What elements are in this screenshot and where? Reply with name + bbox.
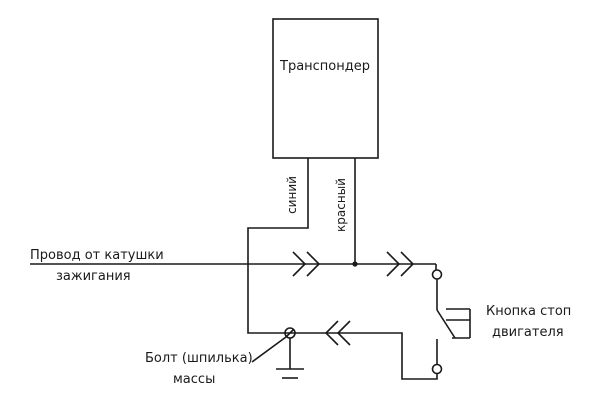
ground-icon [276,368,304,379]
ground-bolt: Болт (шпилька) массы [145,327,304,387]
switch-lever [436,309,456,339]
transponder-outline [272,18,379,159]
red-wire: красный [334,158,358,267]
return-wire [285,332,438,380]
ignition-label-line1: Провод от катушки [30,248,164,263]
bolt-leader-line [251,336,287,363]
transponder-label: Транспондер [279,59,370,74]
stop-button-switch: Кнопка стоп двигателя [285,264,571,380]
stop-button-label-line1: Кнопка стоп [486,304,571,319]
stop-button-label-line2: двигателя [492,325,564,340]
ignition-label-line2: зажигания [56,269,131,284]
transponder-box: Транспондер [272,18,379,159]
connector-icon [292,251,321,277]
switch-terminal-bottom [431,363,443,375]
connector-icon [324,320,351,346]
connector-icon [386,251,415,277]
blue-wire-path [247,158,309,334]
bolt-label-line2: массы [173,372,215,387]
bolt-label-line1: Болт (шпилька) [145,351,253,366]
red-wire-label: красный [334,178,348,232]
blue-wire-label: синий [285,176,299,214]
ignition-line: Провод от катушки зажигания [30,248,436,284]
switch-terminal-top [431,269,443,280]
blue-wire: синий [247,158,309,334]
